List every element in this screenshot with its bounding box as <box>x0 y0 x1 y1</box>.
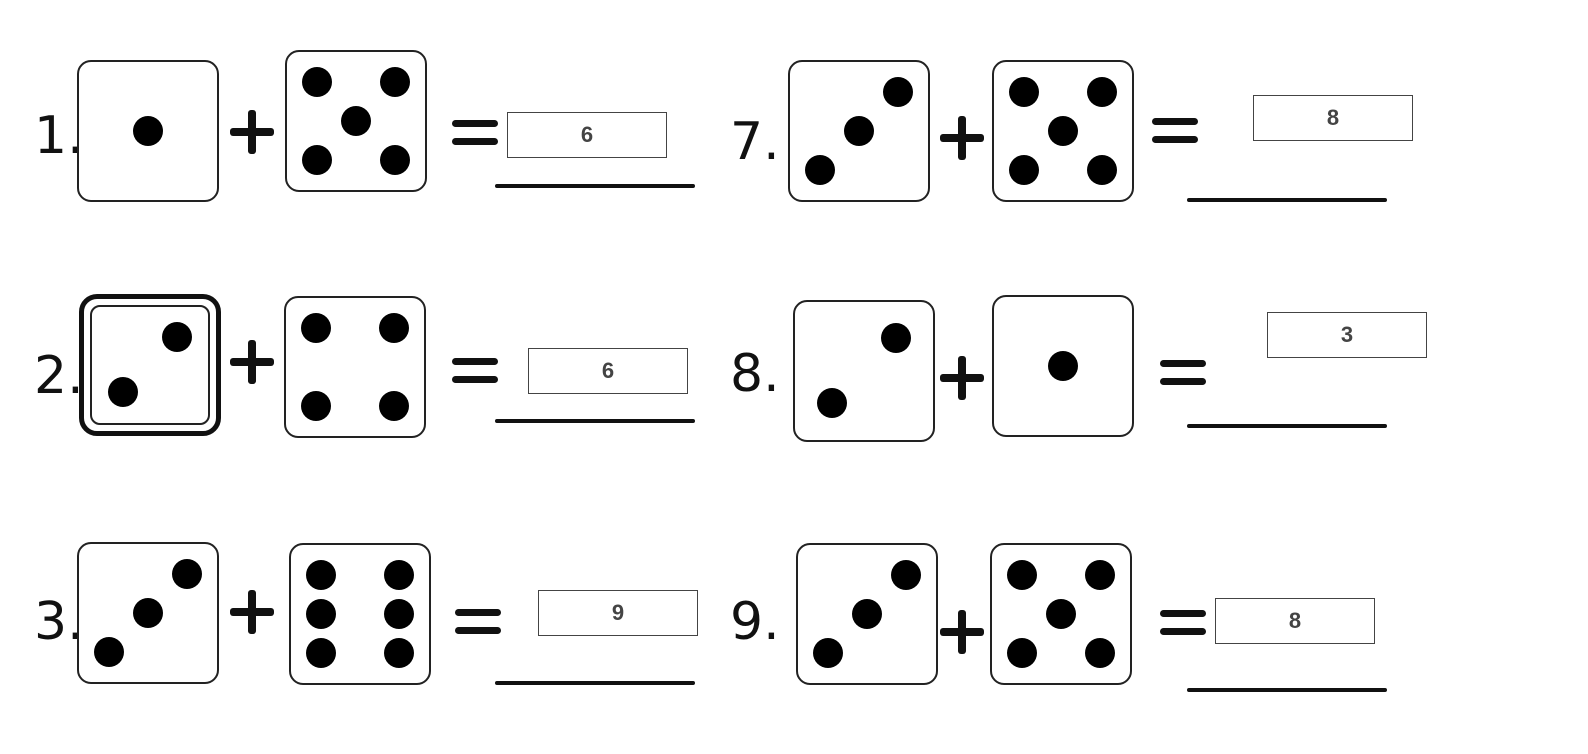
die-pip <box>108 376 139 407</box>
equals-sign <box>455 607 501 637</box>
plus-sign <box>940 116 984 160</box>
answer-input[interactable]: 3 <box>1267 312 1427 358</box>
die-pip <box>852 599 882 629</box>
equals-sign <box>1152 116 1198 146</box>
die-pip <box>341 106 371 136</box>
die-pip <box>133 116 163 146</box>
die-pip <box>1086 154 1117 185</box>
die-pip <box>171 559 202 590</box>
die-pip <box>1084 637 1115 668</box>
die-pip <box>378 313 409 344</box>
die-pip <box>383 599 414 629</box>
die-right <box>284 296 426 438</box>
answer-input[interactable]: 8 <box>1253 95 1413 141</box>
die-left <box>77 542 219 684</box>
die-left <box>79 294 221 436</box>
die-pip <box>379 67 410 98</box>
die-pip <box>1048 351 1078 381</box>
die-right <box>285 50 427 192</box>
die-pip <box>1086 77 1117 108</box>
die-pip <box>161 322 192 353</box>
die-pip <box>94 636 125 667</box>
die-pip <box>379 144 410 175</box>
problem-number: 1. <box>34 106 84 166</box>
equals-sign <box>452 356 498 386</box>
die-pip <box>302 67 333 98</box>
die-pip <box>1084 560 1115 591</box>
answer-line <box>1187 424 1387 428</box>
die-left <box>796 543 938 685</box>
equals-sign <box>1160 358 1206 388</box>
die-right <box>992 295 1134 437</box>
problem-number: 2. <box>34 346 84 406</box>
plus-sign <box>230 590 274 634</box>
answer-line <box>495 184 695 188</box>
die-pip <box>1046 599 1076 629</box>
die-pip <box>301 390 332 421</box>
answer-line <box>495 419 695 423</box>
die-pip <box>813 637 844 668</box>
die-pip <box>1048 116 1078 146</box>
die-pip <box>817 387 848 418</box>
die-pip <box>1007 560 1038 591</box>
answer-line <box>1187 688 1387 692</box>
die-pip <box>306 599 337 629</box>
die-pip <box>306 560 337 591</box>
plus-sign <box>230 110 274 154</box>
die-pip <box>301 313 332 344</box>
die-pip <box>1009 77 1040 108</box>
plus-sign <box>940 356 984 400</box>
die-pip <box>1009 154 1040 185</box>
problem-number: 7. <box>730 112 780 172</box>
die-pip <box>302 144 333 175</box>
die-pip <box>133 598 163 628</box>
problem-number: 3. <box>34 592 84 652</box>
answer-input[interactable]: 6 <box>507 112 667 158</box>
die-pip <box>890 560 921 591</box>
equals-sign <box>452 118 498 148</box>
die-pip <box>378 390 409 421</box>
die-pip <box>882 77 913 108</box>
answer-line <box>1187 198 1387 202</box>
equals-sign <box>1160 608 1206 638</box>
plus-sign <box>230 340 274 384</box>
die-left <box>788 60 930 202</box>
die-right <box>992 60 1134 202</box>
die-left <box>77 60 219 202</box>
die-right <box>289 543 431 685</box>
die-pip <box>805 154 836 185</box>
plus-sign <box>940 610 984 654</box>
die-left <box>793 300 935 442</box>
die-pip <box>383 637 414 668</box>
die-pip <box>383 560 414 591</box>
answer-input[interactable]: 6 <box>528 348 688 394</box>
die-right <box>990 543 1132 685</box>
answer-line <box>495 681 695 685</box>
problem-number: 9. <box>730 592 780 652</box>
answer-input[interactable]: 9 <box>538 590 698 636</box>
die-pip <box>880 322 911 353</box>
die-pip <box>844 116 874 146</box>
die-pip <box>1007 637 1038 668</box>
problem-number: 8. <box>730 344 780 404</box>
die-pip <box>306 637 337 668</box>
answer-input[interactable]: 8 <box>1215 598 1375 644</box>
